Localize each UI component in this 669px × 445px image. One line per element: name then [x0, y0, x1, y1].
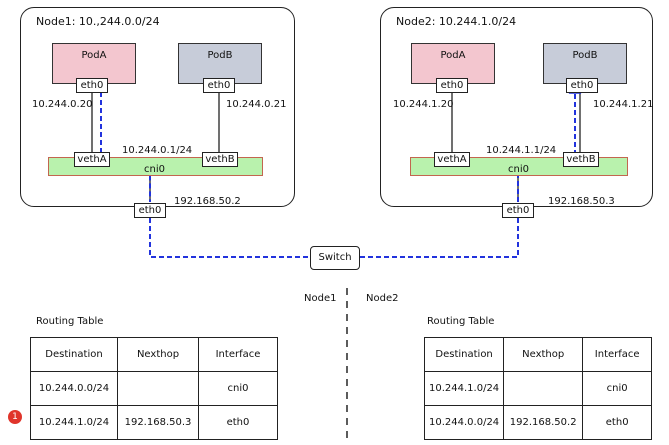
node2-vetha: vethA [434, 152, 470, 167]
node2-cni-ip: 10.244.1.1/24 [486, 145, 557, 156]
node1-vetha: vethA [74, 152, 110, 167]
table1-header-destination: Destination [30, 337, 118, 372]
node1-poda-ip: 10.244.0.20 [32, 99, 93, 110]
table2-cell: cni0 [582, 371, 653, 406]
table2-cell [503, 371, 584, 406]
table-row: 10.244.0.0/24 192.168.50.2 eth0 [423, 405, 653, 440]
divider-label-node2: Node2 [366, 293, 399, 304]
node2-poda-ip: 10.244.1.20 [393, 99, 454, 110]
node1-cni-label: cni0 [144, 164, 165, 175]
table1-header-nexthop: Nexthop [117, 337, 199, 372]
table1-cell: eth0 [198, 405, 278, 440]
node1-podb-ip: 10.244.0.21 [226, 99, 287, 110]
table2-header-interface: Interface [582, 337, 653, 372]
table2-header-destination: Destination [423, 337, 505, 372]
node2-title: Node2: 10.244.1.0/24 [396, 15, 517, 28]
node1-poda-label: PodA [81, 50, 107, 61]
node2-poda-label: PodA [440, 50, 466, 61]
table1-header-interface: Interface [198, 337, 278, 372]
table1-cell [117, 371, 199, 406]
node1-title: Node1: 10.,244.0.0/24 [36, 15, 160, 28]
node2-podb-label: PodB [572, 50, 598, 61]
step-marker: 1 [8, 410, 22, 424]
node1-host-eth0: eth0 [134, 203, 166, 218]
routing-table1-title: Routing Table [36, 316, 104, 327]
node1-poda-eth0: eth0 [76, 78, 108, 93]
node2-cni-label: cni0 [508, 164, 529, 175]
node2-poda: PodA [411, 43, 495, 84]
node1-podb-label: PodB [207, 50, 233, 61]
switch: Switch [310, 246, 360, 270]
node1-vethb: vethB [202, 152, 238, 167]
routing-table1: Destination Nexthop Interface 10.244.0.0… [30, 337, 278, 440]
node1-podb-eth0: eth0 [203, 78, 235, 93]
node2-host-eth0: eth0 [502, 203, 534, 218]
table-row: 10.244.0.0/24 cni0 [30, 371, 278, 406]
node1-podb: PodB [178, 43, 262, 84]
node2-podb-eth0: eth0 [566, 78, 598, 93]
node2-podb-ip: 10.244.1.21 [593, 99, 654, 110]
routing-table2: Destination Nexthop Interface 10.244.1.0… [423, 337, 653, 440]
routing-table2-title: Routing Table [427, 316, 495, 327]
node1-host-ip: 192.168.50.2 [174, 196, 241, 207]
table1-cell: cni0 [198, 371, 278, 406]
node2-host-ip: 192.168.50.3 [548, 196, 615, 207]
table2-cell: eth0 [582, 405, 653, 440]
table1-cell: 10.244.0.0/24 [30, 371, 118, 406]
table2-cell: 10.244.1.0/24 [423, 371, 505, 406]
table-row: 10.244.1.0/24 192.168.50.3 eth0 [30, 405, 278, 440]
divider-label-node1: Node1 [304, 293, 337, 304]
table2-cell: 192.168.50.2 [503, 405, 584, 440]
node2-vethb: vethB [563, 152, 599, 167]
table1-cell: 192.168.50.3 [117, 405, 199, 440]
table-row: 10.244.1.0/24 cni0 [423, 371, 653, 406]
node1-cni-ip: 10.244.0.1/24 [122, 145, 193, 156]
table2-header-nexthop: Nexthop [503, 337, 584, 372]
node2-poda-eth0: eth0 [436, 78, 468, 93]
table2-cell: 10.244.0.0/24 [423, 405, 505, 440]
table1-cell: 10.244.1.0/24 [30, 405, 118, 440]
